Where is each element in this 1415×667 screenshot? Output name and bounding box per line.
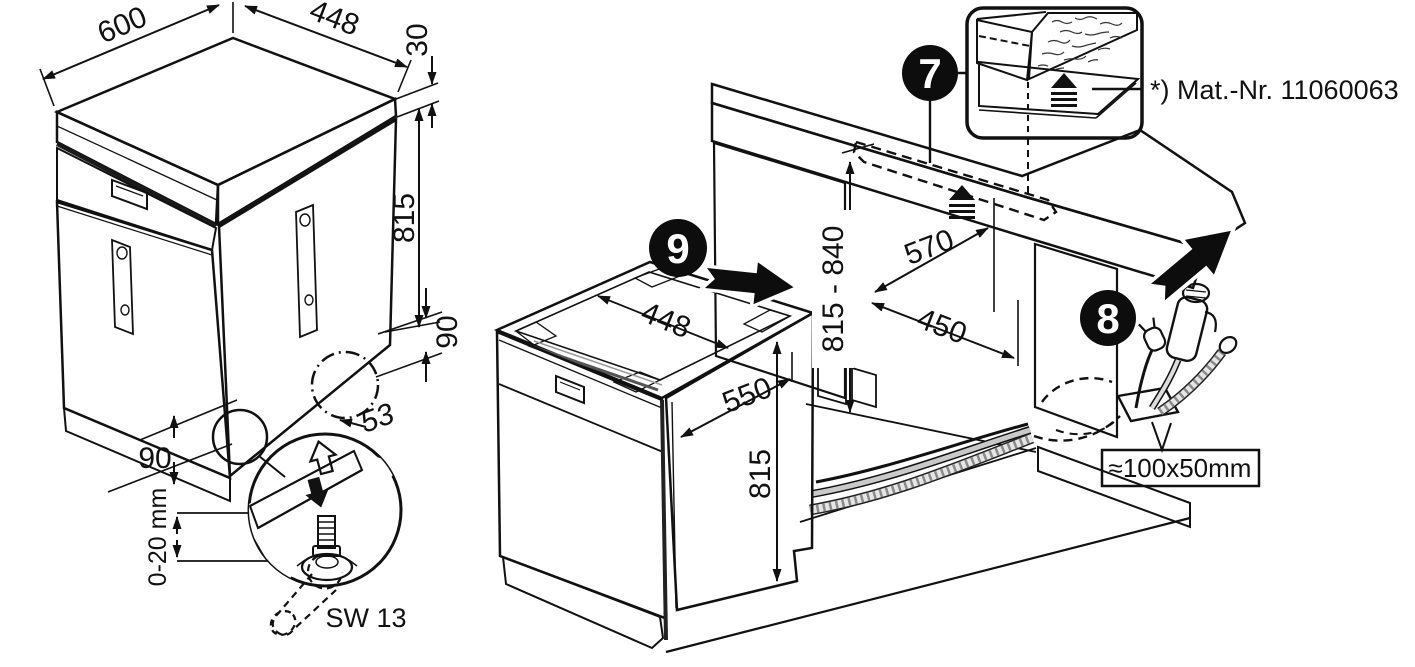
dim-label-448: 448 (305, 0, 364, 43)
left-mount-rail (111, 238, 134, 336)
dim-label-adjust-range: 0-20 mm (144, 488, 172, 587)
aquastop-valve-icon (1165, 282, 1217, 362)
dim-600: 600 (39, 0, 234, 107)
worktop (53, 36, 399, 228)
badge-7-number: 7 (918, 50, 941, 97)
foot-detail-circle: SW 13 (247, 432, 407, 637)
left-dishwasher-figure: 600 448 30 815 90 (39, 0, 464, 637)
inset-insert-icon (1051, 73, 1077, 107)
niche-dimensions: 815 - 840 570 450 550 815 (680, 143, 1019, 582)
step-badge-7: 7 (902, 45, 958, 101)
right-mount-rail (295, 203, 318, 339)
strip-detail-inset: 7 *) Mat.-Nr. 11060063 (902, 6, 1399, 196)
dim-label-448-top: 448 (636, 296, 695, 345)
inset-protective-strip (978, 60, 1141, 116)
dim-label-90-front: 90 (138, 442, 171, 475)
dim-label-niche-depth: 570 (900, 223, 959, 272)
plinth-2 (501, 555, 665, 650)
badge-8-number: 8 (1096, 295, 1119, 342)
rear-foot-callout: 53 (310, 350, 399, 440)
plinth (62, 406, 231, 503)
wood-grain-lines (1037, 16, 1123, 71)
material-note: *) Mat.-Nr. 11060063 (1150, 75, 1399, 105)
dim-815-left: 815 (384, 108, 441, 333)
floor-opening-and-connections: ≈100x50mm 8 (1080, 282, 1261, 488)
dim-label-53: 53 (356, 397, 399, 440)
badge-9-number: 9 (666, 225, 689, 272)
front-door-face (55, 146, 232, 503)
protective-strip (852, 100, 1058, 222)
built-in-installation-figure: ≈100x50mm 8 448 (493, 6, 1399, 654)
dim-label-90-side: 90 (431, 315, 464, 348)
power-plug-icon (1138, 317, 1167, 352)
right-side-face (217, 116, 398, 479)
dim-label-815-left: 815 (388, 193, 421, 243)
lower-arrow-icon (305, 476, 329, 508)
raise-arrow-icon (308, 439, 338, 476)
drain-hose-icon (1157, 336, 1238, 417)
dim-label-30: 30 (401, 23, 434, 56)
floor-opening-label-box (1100, 448, 1261, 488)
dim-30: 30 (395, 23, 440, 128)
dim-label-niche-width: 450 (913, 302, 972, 351)
push-arrow-icon (704, 257, 796, 308)
floor-opening (1116, 386, 1180, 423)
dim-label-550: 550 (718, 371, 777, 420)
step-badge-8: 8 (1080, 290, 1136, 346)
step-badge-9: 9 (649, 219, 707, 277)
adjustable-foot (296, 515, 358, 582)
dim-label-600: 600 (93, 0, 152, 50)
floor-opening-label: ≈100x50mm (1109, 453, 1252, 483)
hoses-on-floor (809, 376, 1121, 516)
wrench-icon (269, 554, 344, 637)
dim-90-side: 90 (375, 288, 464, 382)
dim-448-left: 448 (244, 0, 412, 93)
chipboard-end-grain (1027, 12, 1138, 81)
door-handle (111, 178, 148, 211)
slide-direction-arrow-icon (1143, 214, 1245, 310)
dim-label-niche-height: 815 - 840 (817, 226, 850, 353)
dim-label-815-right: 815 (744, 449, 777, 499)
slide-in-dishwasher: 448 9 (493, 219, 817, 650)
dim-90-front: 90 (107, 399, 238, 493)
door-handle-2 (555, 374, 585, 405)
wrench-size-label: SW 13 (325, 603, 406, 633)
corner-marker-circle (211, 408, 269, 466)
kitchen-counter (710, 82, 1247, 290)
